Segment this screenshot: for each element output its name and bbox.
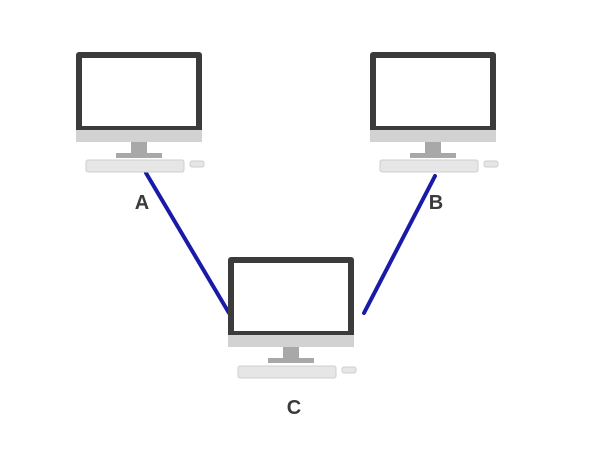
node-label-c: C [287, 397, 301, 419]
node-label-a: A [135, 192, 149, 214]
computer-icon [228, 257, 357, 379]
link-a-c [144, 171, 231, 315]
link-b-c [362, 174, 437, 315]
computer-b [370, 52, 499, 173]
computer-a [76, 52, 205, 173]
node-label-b: B [429, 192, 443, 214]
computer-c [228, 257, 357, 379]
computer-icon [370, 52, 499, 173]
computer-icon [76, 52, 205, 173]
